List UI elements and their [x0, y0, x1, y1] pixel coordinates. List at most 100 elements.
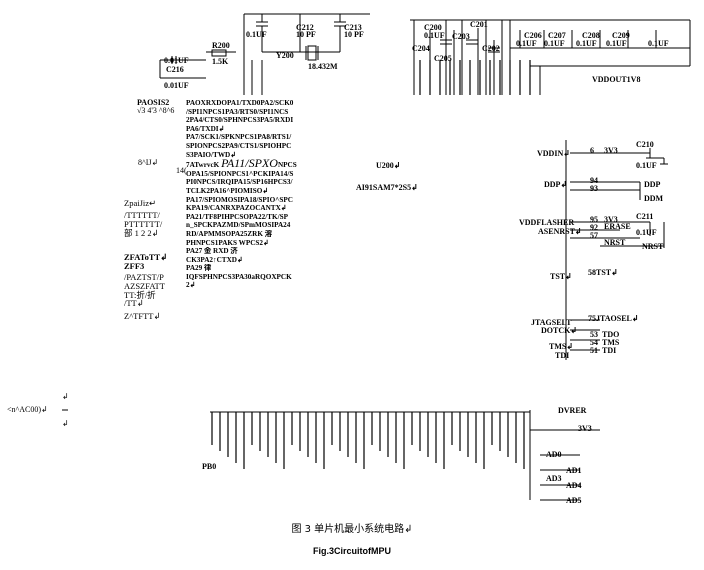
pin-line: PA7/SCK1/SPKNPCS1PA8/RTS1/ — [186, 133, 292, 142]
net-3v3-bottom: 3V3 — [578, 424, 592, 433]
pin-53: 53 — [590, 330, 598, 339]
ddp-net: DDP — [644, 180, 661, 189]
c209b-value: 0.1UF — [648, 39, 669, 48]
nrst-net-1: NRST — [604, 238, 626, 247]
ddp-label: DDP↲ — [544, 180, 568, 189]
pin-line: PA21/TF8PIHPCSOPA22/TK/SP — [186, 212, 288, 221]
net-ad4: AD4 — [566, 481, 582, 490]
nrst-net-2: NRST — [642, 242, 664, 251]
left-label-2: /TTTTTT/ — [124, 210, 160, 220]
pin-function-list: PAOXRXDOPA1/TXD0PA2/SCK0 /SPI1NPCS1PA3/R… — [186, 99, 346, 290]
left-label-7: /PAZTST/P — [124, 272, 164, 282]
pin-line: 2PA4/CTS0/SPHNPCS3PA5/RXDI — [186, 116, 294, 125]
pin-line: PAOXRXDOPA1/TXD0PA2/SCK0 — [186, 99, 294, 107]
pin-line: KPA19/CANRXPAZOCANTX↲ — [186, 204, 287, 213]
tst-pin-label: 58TST↲ — [588, 268, 618, 277]
net-ad0: AD0 — [546, 450, 562, 459]
pin-line: 2↲ — [186, 281, 196, 290]
pin-line: RD/APMMSOPA25ZRK 溶 — [186, 229, 272, 238]
u200-label: U200↲ — [376, 161, 401, 170]
vddin-label: VDDIN↲ — [537, 149, 570, 158]
net-pb0: PB0 — [202, 462, 217, 471]
r200-label: R200 — [212, 41, 230, 50]
c212-value2: 10 PF — [296, 30, 316, 39]
c210-label: C210 — [636, 140, 654, 149]
left-label-3: PTTTTTT/ — [124, 219, 163, 229]
c200-value: 0.1UF — [424, 31, 445, 40]
pin-line: n_SPCKPAZMD/SPmMOSIPA24 — [186, 221, 291, 230]
net-dvrer: DVRER — [558, 406, 587, 415]
pin-line: 7ATwrvcK PA11/SPXONPCS — [186, 159, 346, 170]
c211-label: C211 — [636, 212, 654, 221]
ij-label: 8^IJ↲ — [138, 158, 159, 167]
c213-label: C213 — [344, 23, 362, 32]
tms-label: TMS↲ — [549, 342, 574, 351]
net-ad5: AD5 — [566, 496, 582, 505]
pin-line-part: 7ATwrvcK — [186, 161, 220, 170]
c213-value: 10 PF — [344, 30, 364, 39]
pin-line: /SPI1NPCS1PA3/RTS0/SPI1NCS — [186, 107, 289, 116]
erase-net: ERASE — [604, 222, 631, 231]
pin-line: PHNPCS1PAKS WPCS2↲ — [186, 238, 270, 247]
c205-label: C205 — [434, 54, 452, 63]
left-label-10: /TT↲ — [124, 298, 144, 308]
left-label-6: ZFF3 — [124, 261, 145, 271]
vddout-label: VDDOUT1V8 — [592, 75, 641, 84]
tst-label: TST↲ — [550, 272, 572, 281]
c212-label: C212 — [296, 23, 314, 32]
c203-label: C203 — [452, 32, 470, 41]
tdi-label: TDI — [555, 351, 570, 360]
c212-value: 0.1UF — [246, 30, 267, 39]
net-ad1: AD1 — [566, 466, 582, 475]
c208-label: C208 — [582, 31, 600, 40]
c208-value: 0.1UF — [576, 39, 597, 48]
vddin-net: 3V3 — [604, 146, 618, 155]
asenrst-label: ASENRST↲ — [538, 227, 582, 236]
r200-value: 1.5K — [212, 57, 229, 66]
c216-label: C216 — [166, 65, 184, 74]
vf-net: 3V3 — [604, 215, 618, 224]
ddm-net: DDM — [644, 194, 664, 203]
c202-label: C202 — [482, 44, 500, 53]
ddp-pin-2: 93 — [590, 184, 598, 193]
vf-pin-1: 95 — [590, 215, 598, 224]
net-ad3: AD3 — [546, 474, 562, 483]
left-label-8: AZSZFATT — [124, 281, 165, 291]
c200-label: C200 — [424, 23, 442, 32]
pin-line: S3PAIO/TWD↲ — [186, 150, 237, 159]
return-mark-1: ↲ — [62, 392, 69, 401]
ac00-label: <n^AC00)↲ — [7, 405, 48, 414]
c206-label: C206 — [524, 31, 542, 40]
vf-pin-2: 92 — [590, 223, 598, 232]
pin-line-large: PA11/SPXO — [221, 159, 278, 170]
y200-label: Y200 — [276, 51, 294, 60]
c216-value: 0.01UF — [164, 56, 189, 65]
paos-sub-label: √3 4'3 ^8^6 — [137, 106, 175, 115]
pin-line: PA6/TXDI↲ — [186, 124, 225, 133]
vddflash-label: VDDFLASHER — [519, 218, 575, 227]
c217-value: 0.01UF — [164, 81, 189, 90]
pin-54: 54 — [590, 338, 598, 347]
figure-caption-english: Fig.3CircuitofMPU — [313, 546, 391, 556]
c207-value: 0.1UF — [544, 39, 565, 48]
c207-label: C207 — [548, 31, 566, 40]
figure-caption-chinese: 图 3 单片机最小系统电路↲ — [291, 524, 413, 535]
pin-line: SPIONPCS2PA9/CTS1/SPIOHPC — [186, 141, 292, 150]
jtagsel-pin-label: 75JTAOSEL↲ — [588, 314, 639, 323]
c206-value: 0.1UF — [516, 39, 537, 48]
pin-line: IQFSPHNPCS3PA30aRQOXPCK — [186, 272, 292, 281]
ddp-pin-1: 94 — [590, 176, 598, 185]
tms-net: TMS — [602, 338, 620, 347]
pin-line: OPA15/SPIONPCS1^PCKIPA14/S — [186, 169, 294, 178]
c211-value: 0.1UF — [636, 228, 657, 237]
left-label-1: ZpaiJiz↵ — [124, 198, 157, 208]
pin-line: PA17/SPIOMOSIPA18/SPIO^SPC — [186, 195, 293, 204]
jtagsel-label: JTAGSELT — [531, 318, 572, 327]
vf-pin-3: 57 — [590, 231, 598, 240]
pin-line: PA29 律 — [186, 264, 212, 273]
pin-line: TCLK2PA16^PIOMISO↲ — [186, 186, 269, 195]
c204-label: C204 — [412, 44, 430, 53]
c209-value: 0.1UF — [606, 39, 627, 48]
paos-label: PAOSIS2 — [137, 98, 170, 107]
pin-51: 51 — [590, 346, 598, 355]
